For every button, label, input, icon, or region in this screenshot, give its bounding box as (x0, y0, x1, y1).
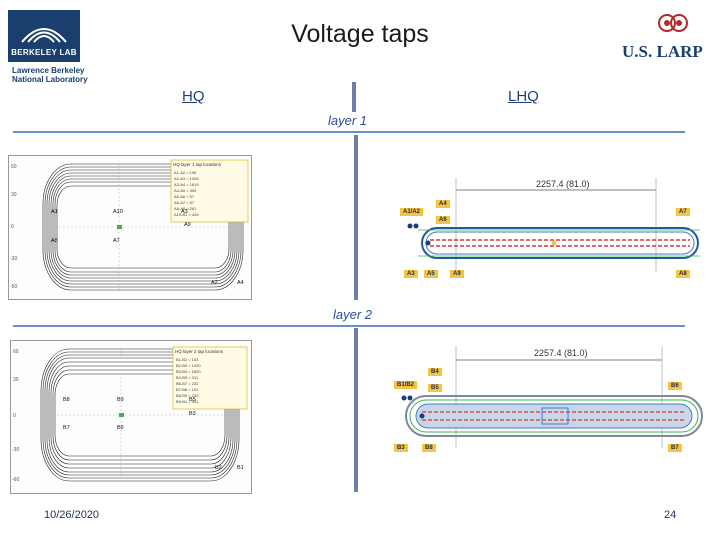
lhq-layer2-dimension: 2257.4 (81.0) (534, 348, 588, 358)
lhq-layer2-tag: B7 (668, 444, 682, 452)
svg-text:A3-A4 = 1619: A3-A4 = 1619 (174, 182, 199, 187)
lhq-layer1-coil: 2257.4 (81.0) (407, 178, 700, 272)
slide-date: 10/26/2020 (44, 509, 100, 521)
svg-text:-50: -50 (10, 284, 17, 290)
hq-layer1-point: A7 (113, 238, 120, 244)
hq-layer1-point: A9 (184, 222, 191, 228)
larp-logo-text: U.S. LARP (622, 42, 703, 61)
hq-label: HQ (182, 88, 205, 105)
lhq-layer2-tag: B6 (668, 382, 682, 390)
layer2-divider (13, 325, 685, 327)
berkeley-lab-logo: BERKELEY LAB (8, 10, 80, 62)
svg-text:50: 50 (11, 164, 17, 170)
svg-text:A10-B1 = 426: A10-B1 = 426 (174, 212, 199, 217)
svg-text:A1-A2 = 106: A1-A2 = 106 (174, 170, 197, 175)
svg-text:B8-B9 = 232: B8-B9 = 232 (176, 393, 199, 398)
lhq-label: LHQ (508, 88, 539, 105)
berkeley-lab-arcs-icon (21, 28, 67, 43)
hq-layer1-point: A8 (51, 238, 58, 244)
svg-text:B7-B8 = 151: B7-B8 = 151 (176, 387, 199, 392)
svg-text:A6-A7 = 57: A6-A7 = 57 (174, 200, 195, 205)
hq-layer2-point: B1 (237, 465, 244, 471)
lhq-layer2-tag: B5 (428, 384, 442, 392)
svg-text:B3-B4 = 1600: B3-B4 = 1600 (176, 369, 201, 374)
layer1-divider (13, 131, 685, 133)
hq-layer2-table-title: HQ layer 2 tap locations (175, 349, 224, 354)
lhq-layer2-drawing: 2257.4 (81.0) B4 B1/B2 B5 B6 B3 B8 B7 (392, 338, 704, 460)
lhq-layer2-tag: B1/B2 (394, 381, 418, 389)
lhq-layer1-tag: A6 (436, 216, 450, 224)
svg-text:-30: -30 (12, 447, 19, 453)
slide-title: Voltage taps (291, 20, 429, 48)
lhq-layer1-tag: A7 (676, 208, 690, 216)
svg-text:B2-B3 = 1000: B2-B3 = 1000 (176, 363, 201, 368)
hq-layer2-point: B9 (117, 397, 124, 403)
lhq-layer1-tag: A8 (676, 270, 690, 278)
lab-name-line1: Lawrence Berkeley (12, 66, 85, 75)
hq-layer1-point: A4 (237, 280, 244, 286)
hq-layer1-coil-drawing: 50 30 0 -30 -50 HQ layer 1 tap locations A1… (10, 159, 249, 291)
hq-layer1-point: A10 (113, 209, 123, 215)
svg-text:A4-A5 = 390: A4-A5 = 390 (174, 188, 197, 193)
berkeley-lab-text: BERKELEY LAB (11, 48, 77, 57)
svg-text:0: 0 (13, 413, 16, 419)
hq-layer1-point: A3 (181, 209, 188, 215)
lab-name: Lawrence Berkeley National Laboratory (12, 66, 102, 84)
layer2-label: layer 2 (333, 307, 373, 322)
svg-text:30: 30 (13, 377, 19, 383)
slide-number: 24 (664, 509, 677, 521)
lhq-layer1-dimension: 2257.4 (81.0) (536, 179, 590, 189)
larp-emblem-icon (658, 14, 688, 32)
layer1-label: layer 1 (328, 113, 368, 128)
hq-layer2-point: B3 (189, 411, 196, 417)
lhq-layer1-tag: A1/A2 (400, 208, 424, 216)
svg-text:A2-A3 = 1006: A2-A3 = 1006 (174, 176, 199, 181)
lhq-layer1-tag: A9 (450, 270, 464, 278)
hq-layer2-point: B6 (117, 425, 124, 431)
hq-layer1-point: A1 (51, 209, 58, 215)
svg-text:60: 60 (13, 349, 19, 355)
lhq-layer1-tag: A3 (404, 270, 418, 278)
hq-layer2-plot: 60 30 0 -30 -60 HQ layer 2 tap locations B8… (10, 340, 252, 494)
hq-layer2-point: B7 (63, 425, 70, 431)
svg-text:A8-A9 = 261: A8-A9 = 261 (174, 206, 197, 211)
hq-layer2-point: B8 (63, 397, 70, 403)
lhq-layer1-drawing: 2257.4 (81.0) A1/A2 A4 A6 A7 A3 A5 A9 A8 (396, 172, 702, 284)
lhq-layer1-tag: A5 (424, 270, 438, 278)
hq-layer2-coil-drawing: 60 30 0 -30 -60 HQ layer 2 tap locations B8… (12, 346, 248, 483)
center-divider-top (352, 82, 356, 112)
center-divider-layer1 (354, 135, 358, 300)
svg-text:B6-B7 = 232: B6-B7 = 232 (176, 381, 199, 386)
svg-text:B1-B2 = 153: B1-B2 = 153 (176, 357, 199, 362)
lab-name-line2: National Laboratory (12, 75, 88, 84)
svg-text:B9-B1 = 431: B9-B1 = 431 (176, 399, 199, 404)
svg-text:30: 30 (11, 192, 17, 198)
hq-layer1-table-title: HQ layer 1 tap locations (173, 162, 222, 167)
svg-text:B4-B5 = 211: B4-B5 = 211 (176, 375, 199, 380)
hq-layer2-point: B5 (189, 397, 196, 403)
lhq-layer2-tag: B4 (428, 368, 442, 376)
lhq-layer2-tag: B3 (394, 444, 408, 452)
svg-text:A5-A6 = 57: A5-A6 = 57 (174, 194, 195, 199)
lhq-layer2-tag: B8 (422, 444, 436, 452)
lhq-layer1-tag: A4 (436, 200, 450, 208)
svg-text:-60: -60 (12, 477, 19, 483)
hq-layer1-point: A2 (211, 280, 218, 286)
hq-layer2-point: B2 (215, 465, 222, 471)
svg-text:-30: -30 (10, 256, 17, 262)
hq-layer1-plot: 50 30 0 -30 -50 HQ layer 1 tap locations A1… (8, 155, 252, 300)
svg-text:0: 0 (11, 224, 14, 230)
lhq-layer2-coil: 2257.4 (81.0) (401, 346, 703, 448)
center-divider-layer2 (354, 328, 358, 492)
